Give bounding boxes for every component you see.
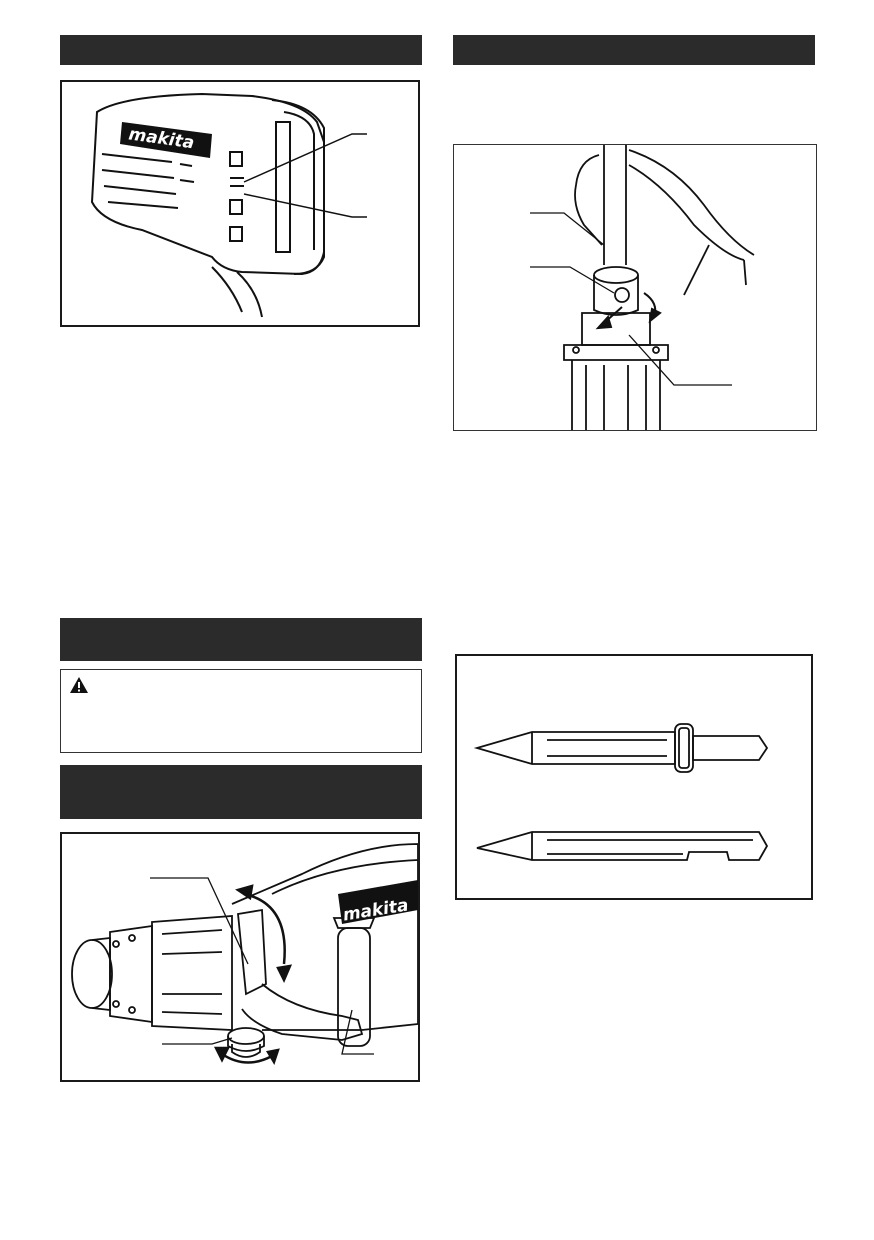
bit-install-illustration — [530, 145, 755, 430]
bits-illustration — [473, 723, 769, 861]
switch-closeup-illustration: makita — [90, 92, 367, 318]
section-header-bar-left-mid — [60, 618, 422, 661]
side-handle-illustration: makita — [71, 843, 418, 1065]
figure-switch-closeup: makita — [60, 80, 420, 327]
warning-triangle-icon — [70, 677, 88, 693]
figure-side-handle: makita — [60, 832, 420, 1082]
section-header-bar-right-top — [453, 35, 815, 65]
warning-box — [60, 669, 422, 753]
section-header-bar-left-lower — [60, 765, 422, 819]
figure-bit-install — [453, 144, 817, 431]
figure-bits — [455, 654, 813, 900]
section-header-bar-left-top — [60, 35, 422, 65]
